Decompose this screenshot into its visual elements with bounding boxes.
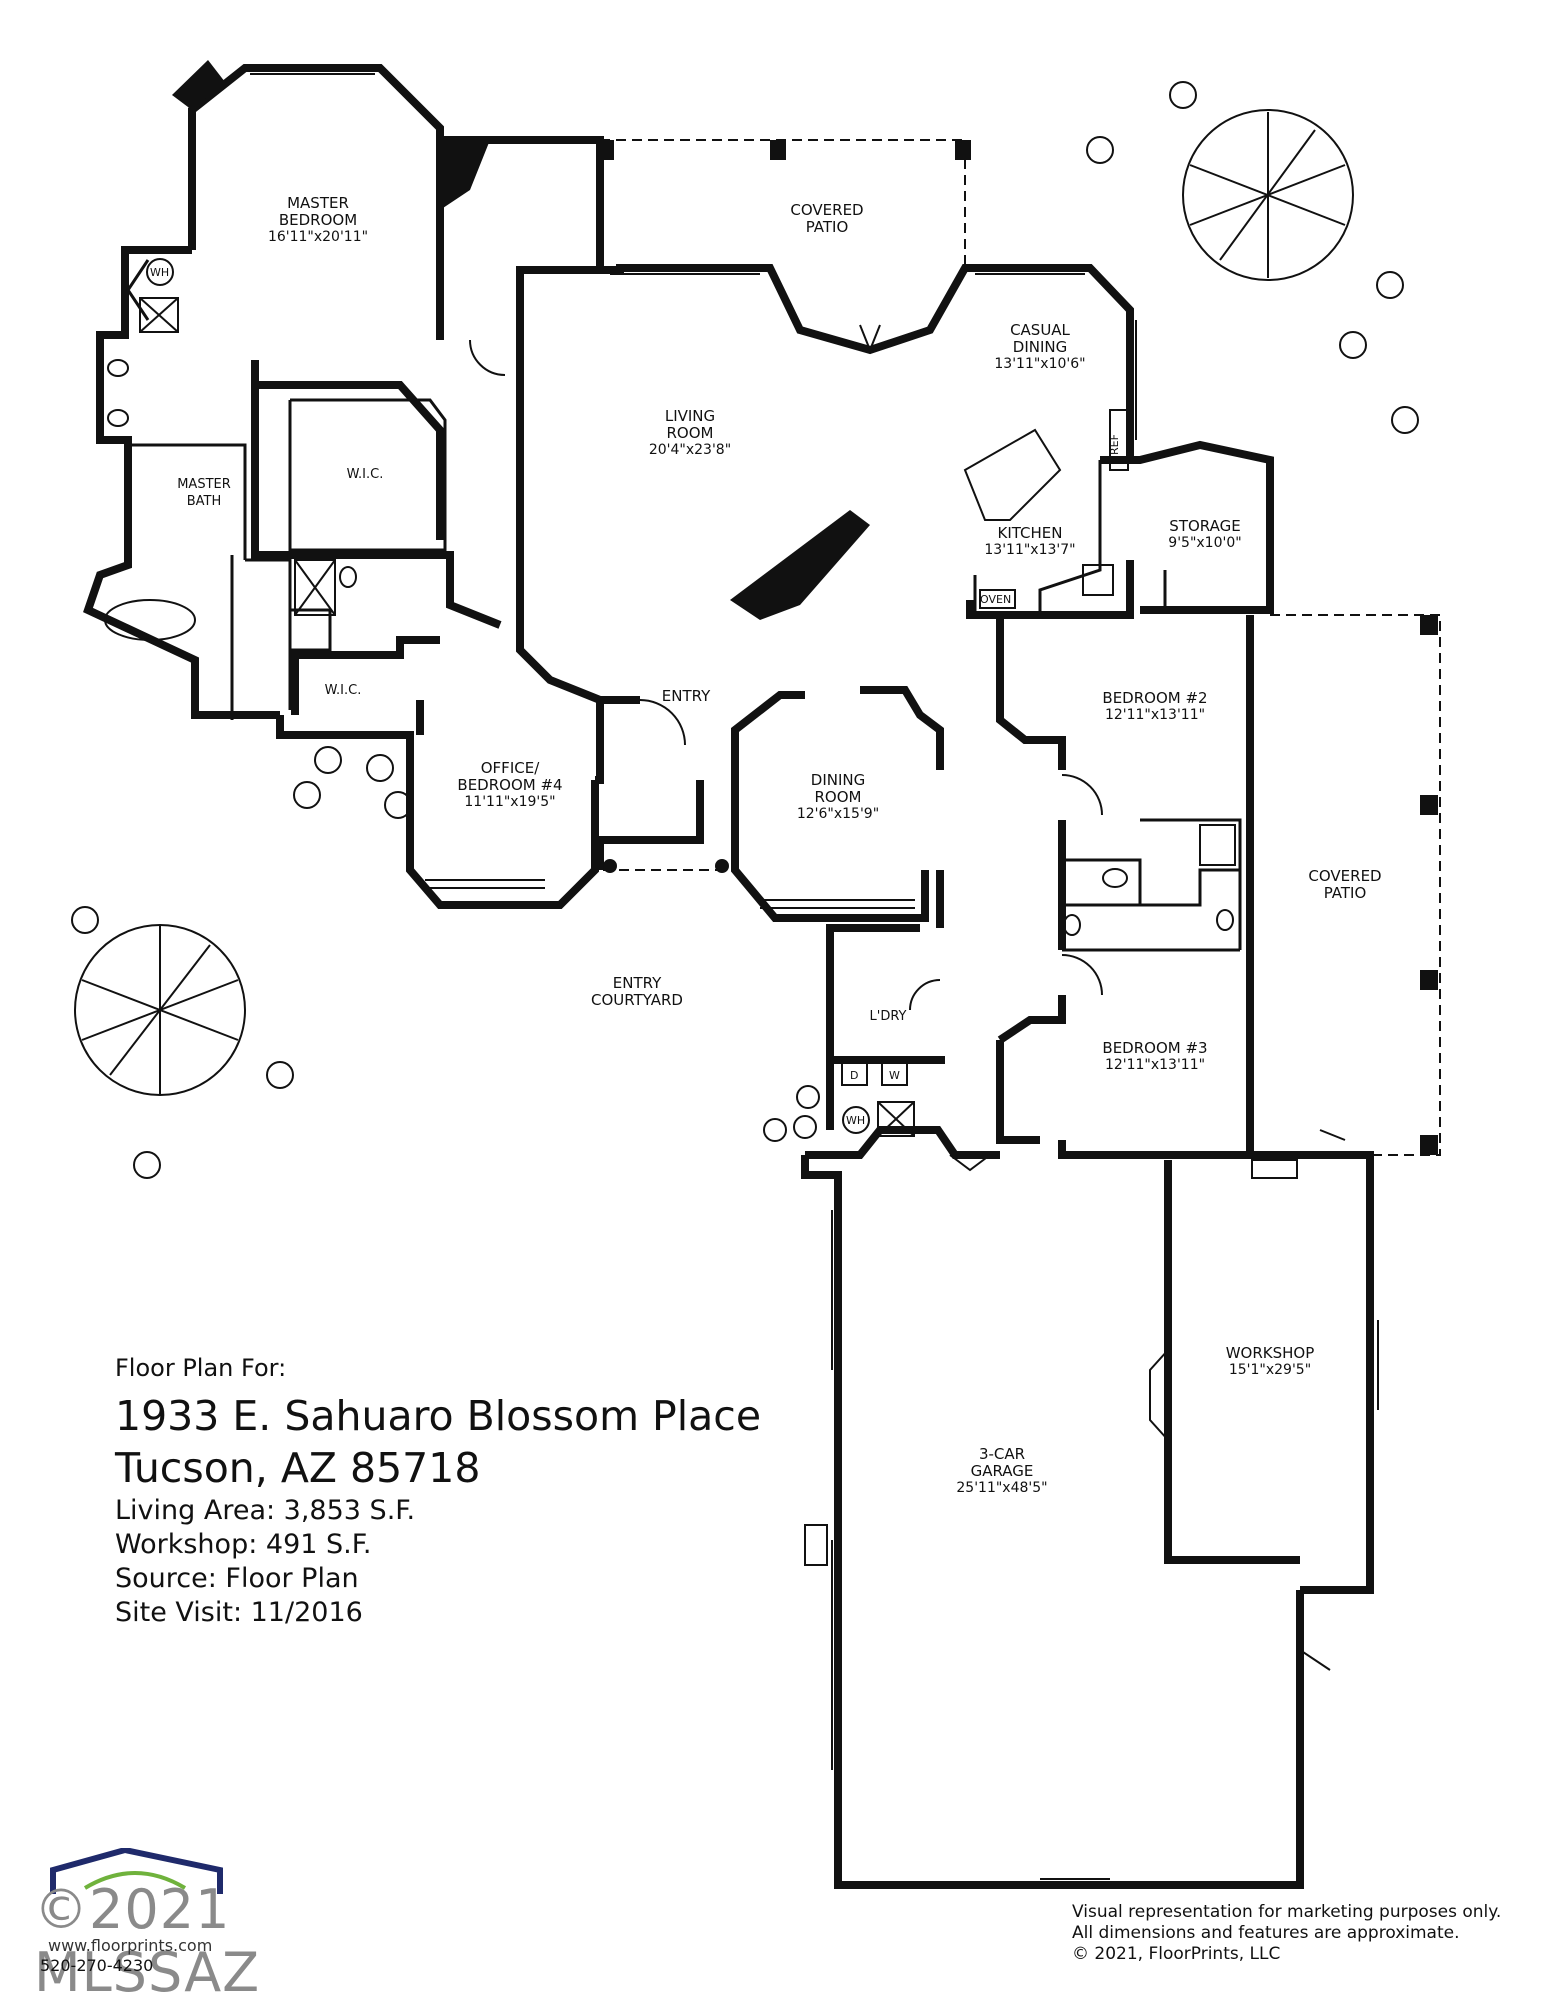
room-dining-room: DINING ROOM 12'6"x15'9" [797,772,879,823]
room-dims: 16'11"x20'11" [267,229,369,245]
room-name: ENTRY [661,687,711,705]
landscape-trees [71,81,1419,1179]
workshop-area: Workshop: 491 S.F. [115,1529,372,1560]
room-name: BEDROOM #2 [1102,689,1208,707]
room-casual-dining: CASUAL DINING 13'11"x10'6" [994,322,1085,373]
room-dims: 15'1"x29'5" [1228,1362,1312,1378]
room-name: 3-CAR GARAGE [970,1445,1034,1480]
property-info: Floor Plan For: 1933 E. Sahuaro Blossom … [115,1354,761,1630]
room-wic-master: W.I.C. [347,466,384,483]
room-storage: STORAGE 9'5"x10'0" [1168,518,1241,552]
room-covered-patio-top: COVERED PATIO [790,202,863,236]
room-name: CASUAL DINING [1010,321,1070,356]
room-covered-patio-right: COVERED PATIO [1308,868,1381,902]
room-dims: 13'11"x10'6" [994,356,1086,372]
room-name: COVERED PATIO [790,201,864,236]
floorprints-brand: ©2021 MLSSAZ www.floorprints.com 520-270… [34,1848,400,2004]
room-dims: 20'4"x23'8" [648,442,732,458]
room-workshop: WORKSHOP 15'1"x29'5" [1226,1345,1315,1379]
room-name: COVERED PATIO [1308,867,1382,902]
address-line-2: Tucson, AZ 85718 [115,1444,481,1492]
site-visit: Site Visit: 11/2016 [115,1597,363,1628]
room-name: OFFICE/ BEDROOM #4 [457,759,563,794]
room-dims: 25'11"x48'5" [956,1480,1048,1496]
room-office: OFFICE/ BEDROOM #4 11'11"x19'5" [457,760,562,811]
room-name: LIVING ROOM [664,407,716,442]
room-dims: 13'11"x13'7" [984,542,1076,558]
room-laundry: L'DRY [870,1008,907,1025]
room-kitchen: KITCHEN 13'11"x13'7" [984,525,1075,559]
room-dims: 12'6"x15'9" [796,806,880,822]
disclaimer-line-3: © 2021, FloorPrints, LLC [1072,1944,1281,1964]
floorprints-logo [50,1848,223,1894]
room-entry-courtyard: ENTRY COURTYARD [591,975,683,1009]
room-name: L'DRY [869,1009,907,1024]
room-name: MASTER BEDROOM [278,194,358,229]
windows [250,67,1379,1886]
washer-label: W [889,1069,900,1082]
room-dims: 11'11"x19'5" [464,794,556,810]
room-name: MASTER BATH [177,477,231,509]
room-master-bedroom: MASTER BEDROOM 16'11"x20'11" [268,195,368,246]
fixture-labels: WH WH REF OVEN D W [150,266,1121,1127]
disclaimer-line-2: All dimensions and features are approxim… [1072,1923,1460,1943]
room-name: KITCHEN [997,524,1063,542]
ref-label: REF [1108,434,1121,455]
brand-phone: 520-270-4230 [40,1956,154,1975]
room-garage: 3-CAR GARAGE 25'11"x48'5" [956,1446,1047,1497]
room-wic-office: W.I.C. [325,682,362,699]
interior-walls [126,259,1242,952]
room-name: STORAGE [1169,517,1241,535]
mls-watermark: ©2021 MLSSAZ [34,1878,261,2004]
wh-label-master: WH [150,266,169,279]
brand-website: www.floorprints.com [48,1936,213,1955]
fixtures [104,258,1298,1566]
room-name: BEDROOM #3 [1102,1039,1208,1057]
floor-plan-for-label: Floor Plan For: [115,1354,287,1382]
room-bedroom-2: BEDROOM #2 12'11"x13'11" [1102,690,1207,724]
room-bedroom-3: BEDROOM #3 12'11"x13'11" [1102,1040,1207,1074]
wall-posts [172,60,1438,1155]
room-name: W.I.C. [324,683,362,698]
dryer-label: D [850,1069,858,1082]
room-master-bath: MASTER BATH [177,476,231,510]
covered-patio-outlines [600,139,1441,1156]
wh-label-laundry: WH [846,1114,865,1127]
room-entry: ENTRY [662,688,711,705]
door-swings [469,324,1346,1671]
room-living-room: LIVING ROOM 20'4"x23'8" [649,408,731,459]
room-dims: 12'11"x13'11" [1104,707,1206,723]
room-name: ENTRY COURTYARD [591,974,683,1009]
room-dims: 12'11"x13'11" [1104,1057,1206,1073]
living-area: Living Area: 3,853 S.F. [115,1495,416,1526]
room-name: WORKSHOP [1225,1344,1315,1362]
disclaimer-line-1: Visual representation for marketing purp… [1072,1902,1502,1922]
source: Source: Floor Plan [115,1563,359,1594]
room-dims: 9'5"x10'0" [1168,535,1242,551]
disclaimer: Visual representation for marketing purp… [1072,1902,1501,1965]
room-name: DINING ROOM [810,771,866,806]
exterior-walls [83,64,1374,1889]
oven-label: OVEN [980,593,1011,606]
address-line-1: 1933 E. Sahuaro Blossom Place [115,1392,762,1440]
room-name: W.I.C. [346,467,384,482]
